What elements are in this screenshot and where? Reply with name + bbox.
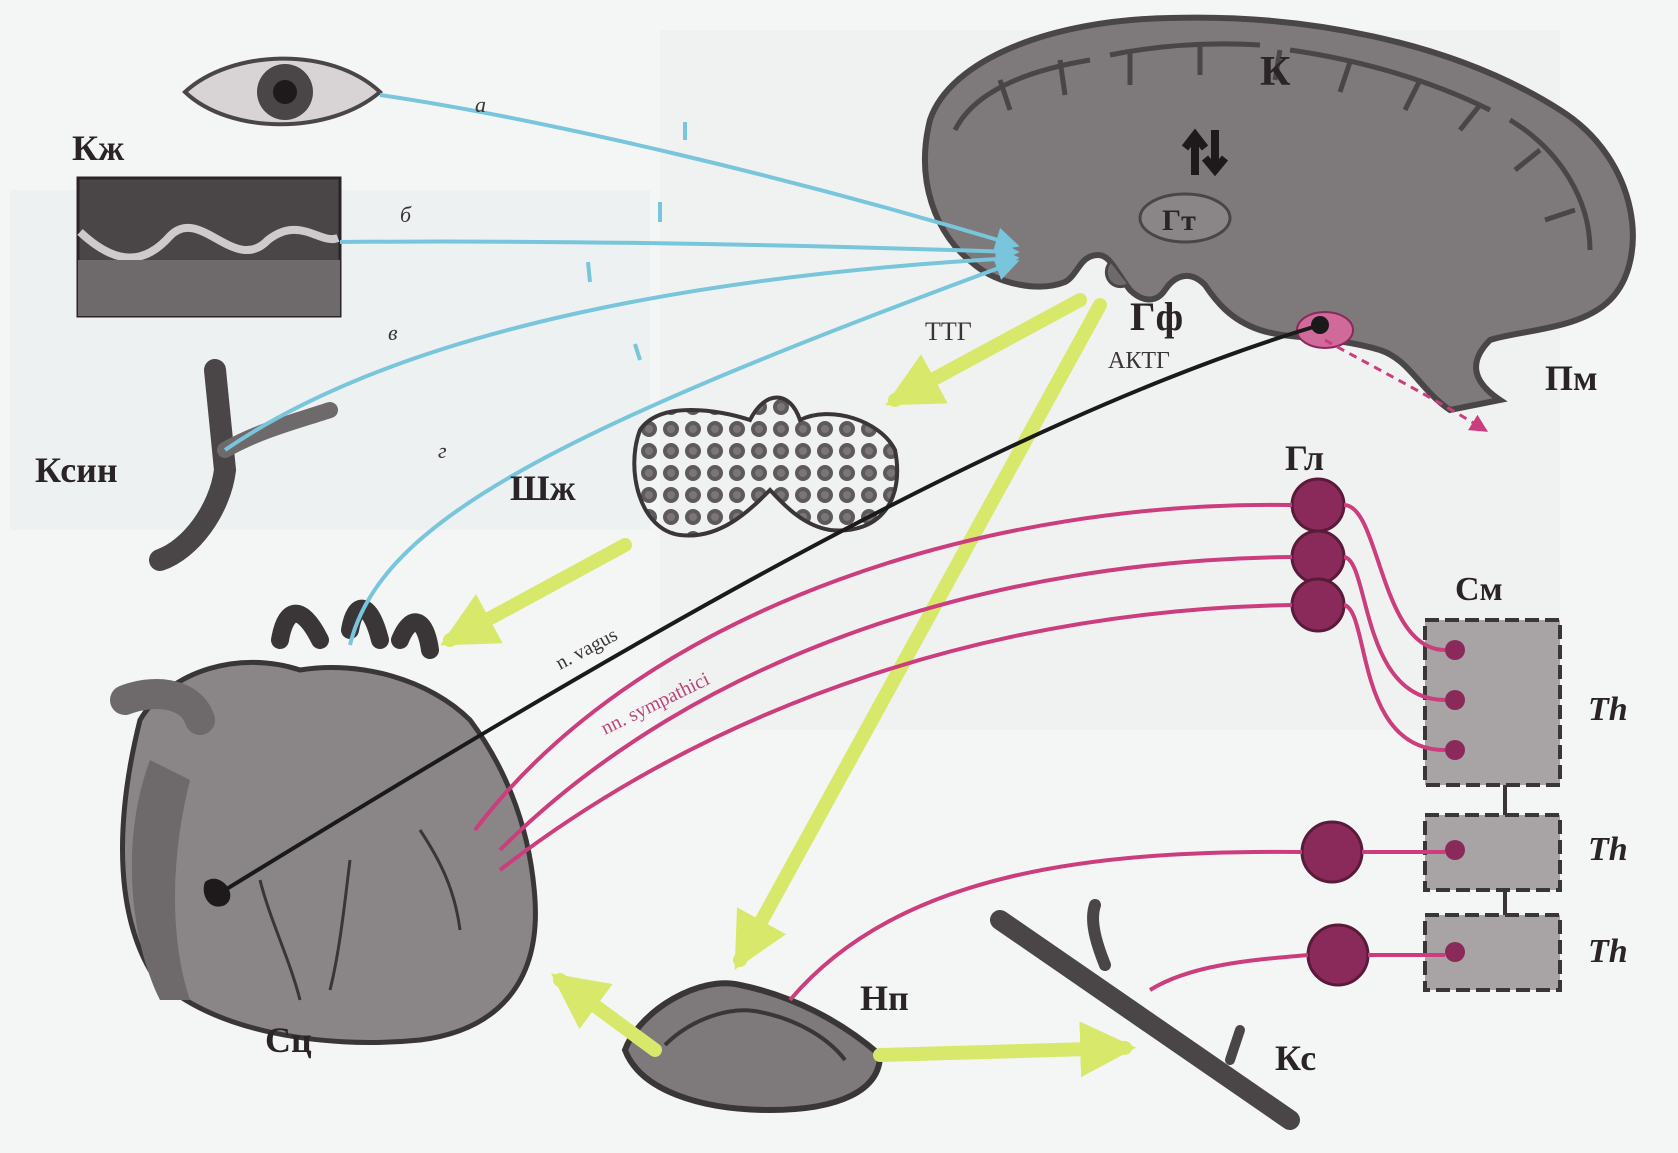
blood-vessel (1000, 905, 1290, 1120)
label-path-b: б (400, 202, 412, 227)
vagus-nucleus (1311, 316, 1329, 334)
label-ganglion: Гл (1285, 438, 1324, 478)
label-tsh: ТТГ (925, 317, 972, 346)
spinal-segments (1425, 620, 1560, 990)
thyroid-to-heart-path (450, 545, 625, 640)
adrenal-gland (625, 983, 880, 1110)
label-blood-vessel: Кс (1275, 1038, 1316, 1078)
label-th-middle: Th (1588, 831, 1628, 868)
label-th-upper: Th (1588, 691, 1628, 728)
label-skin: Кж (72, 128, 125, 168)
label-thyroid: Шж (510, 468, 577, 508)
adrenal-to-heart-path (560, 980, 655, 1050)
eye (185, 59, 380, 125)
label-path-a: а (475, 92, 486, 117)
label-pituitary: Гф (1130, 294, 1183, 339)
skin-section (78, 178, 340, 316)
label-hypothalamus: Гт (1162, 204, 1196, 237)
label-vessel-wall: Ксин (35, 450, 118, 490)
label-th-lower: Th (1588, 933, 1628, 970)
symp-path-vessel (1150, 955, 1308, 990)
label-spinal-segment: См (1455, 571, 1503, 608)
label-vagus: n. vagus (552, 624, 621, 675)
label-path-g: г (438, 438, 447, 463)
label-path-v: в (388, 320, 398, 345)
label-heart: Сц (265, 1020, 312, 1060)
adrenal-to-vessel-path (880, 1048, 1125, 1055)
label-adrenal: Нп (860, 978, 909, 1018)
label-cortex: К (1260, 49, 1291, 95)
label-acth: АКТГ (1108, 348, 1170, 374)
label-spinal-cord: Пм (1545, 358, 1598, 398)
